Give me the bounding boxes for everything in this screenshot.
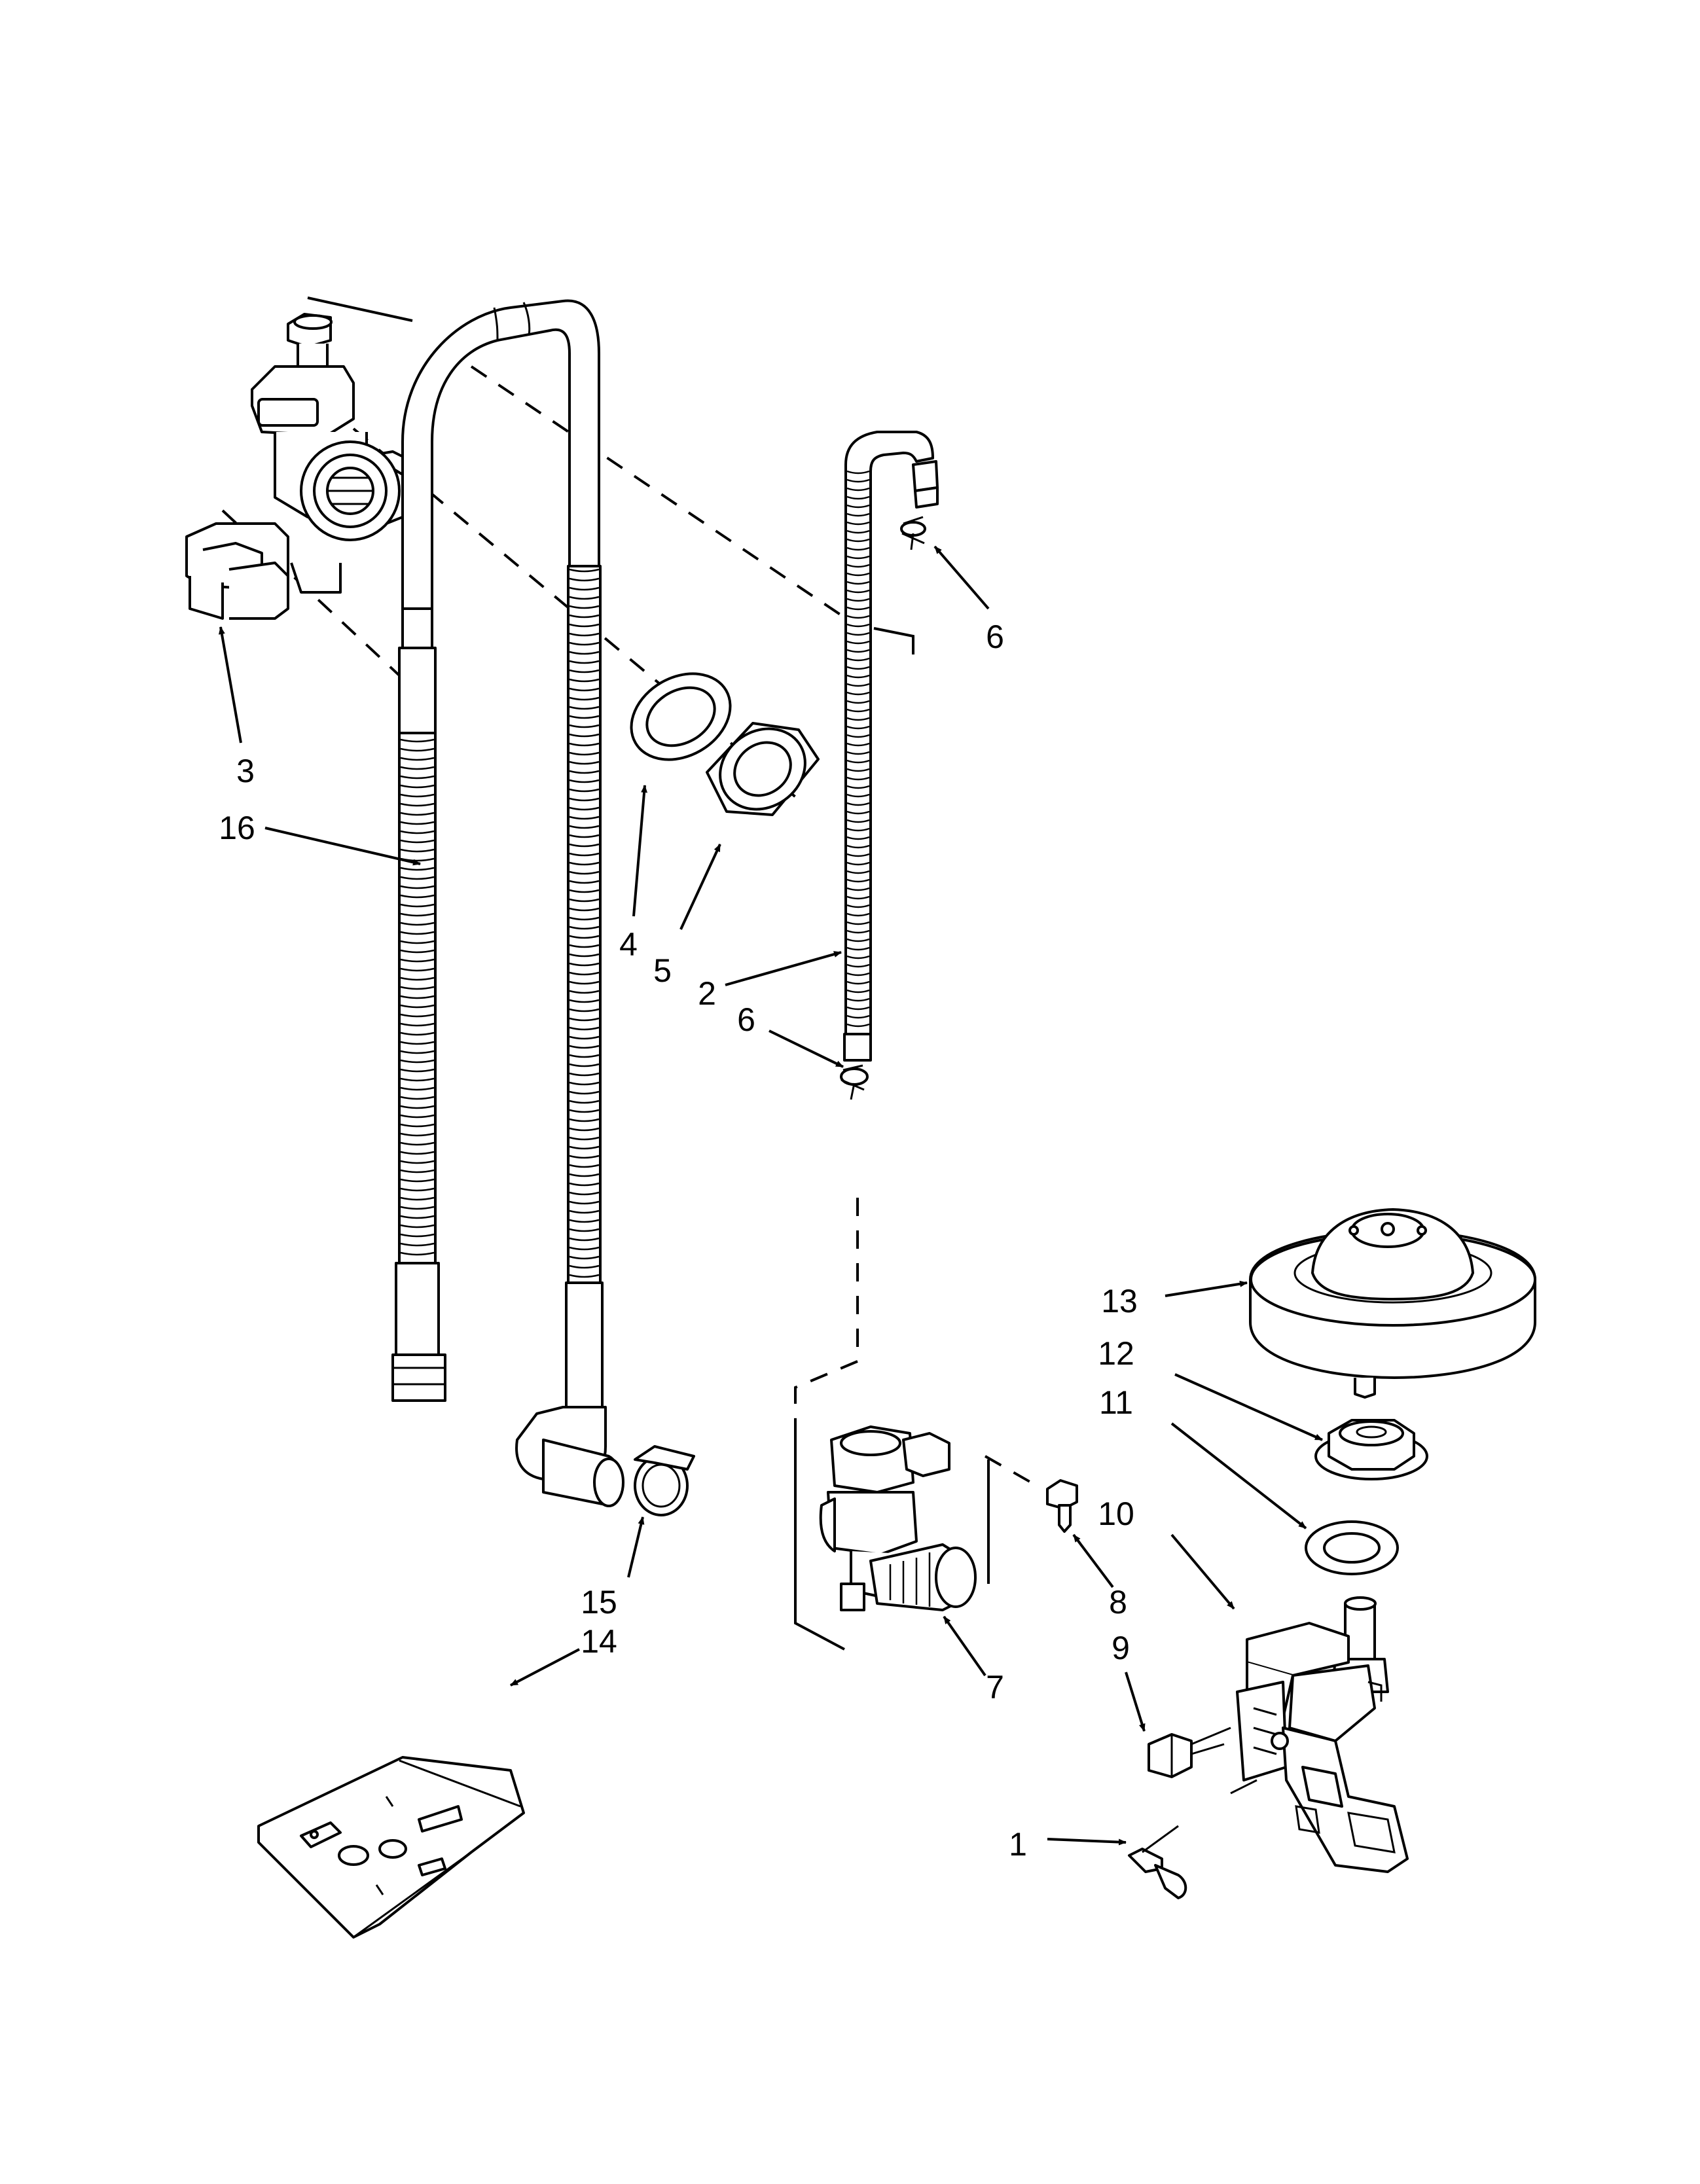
callout-16: 16	[219, 810, 255, 846]
washer-ring	[630, 672, 732, 761]
leader-14	[510, 1648, 580, 1687]
callout-labels: 3 16 4 5 2 6 6 15 14 7 8 9 1 10 11 12 13	[219, 618, 1138, 1863]
leader-7	[943, 1615, 986, 1677]
callout-13: 13	[1101, 1283, 1138, 1319]
wire-connector	[1128, 1825, 1187, 1899]
leader-15	[627, 1516, 645, 1578]
small-hose-clamp-bottom	[840, 1064, 869, 1100]
leader-10	[1170, 1533, 1235, 1610]
float-switch-bracket	[1230, 1596, 1409, 1873]
hose-clamp	[634, 1445, 695, 1516]
mounting-nut	[706, 722, 820, 816]
hose-ribbing	[569, 568, 600, 1278]
callout-3: 3	[236, 753, 255, 789]
float-seal	[1305, 1520, 1399, 1575]
callout-12: 12	[1098, 1335, 1134, 1372]
leader-9	[1125, 1672, 1146, 1732]
leader-3	[218, 626, 242, 743]
leader-lines	[218, 545, 1323, 1846]
hose-ribbing	[846, 470, 870, 1028]
leader-1	[1047, 1838, 1127, 1846]
float-cap	[1249, 1208, 1536, 1399]
leader-13	[1165, 1280, 1248, 1297]
mounting-screw	[1046, 1479, 1078, 1533]
callout-15: 15	[581, 1584, 617, 1620]
leader-11	[1170, 1422, 1307, 1530]
callout-2: 2	[698, 975, 716, 1012]
leader-5	[679, 844, 721, 930]
leader-2	[725, 951, 842, 986]
callout-8: 8	[1109, 1584, 1127, 1620]
air-gap-bracket	[185, 313, 420, 620]
leader-6a	[933, 545, 990, 610]
callout-7: 7	[986, 1669, 1004, 1706]
leader-4	[632, 785, 648, 917]
callout-4: 4	[619, 926, 638, 963]
fill-hose	[843, 431, 939, 1062]
callout-9: 9	[1112, 1630, 1130, 1666]
float-switch	[1148, 1727, 1231, 1778]
drain-hose	[391, 299, 624, 1507]
callout-6-lower: 6	[737, 1001, 755, 1038]
leader-16	[264, 827, 421, 866]
callout-6-upper: 6	[986, 618, 1004, 655]
callout-5: 5	[653, 952, 672, 989]
callout-10: 10	[1098, 1495, 1134, 1532]
float-nut	[1314, 1419, 1428, 1480]
water-inlet-valve	[819, 1425, 977, 1611]
callout-14: 14	[581, 1623, 617, 1660]
hardware-bag	[257, 1756, 525, 1939]
callout-1: 1	[1009, 1826, 1027, 1863]
leader-8	[1072, 1533, 1114, 1588]
leader-6b	[769, 1029, 844, 1068]
small-hose-clamp-top	[900, 516, 926, 550]
hose-ribbing	[400, 738, 435, 1256]
leader-12	[1174, 1373, 1323, 1441]
callout-11: 11	[1099, 1384, 1133, 1421]
